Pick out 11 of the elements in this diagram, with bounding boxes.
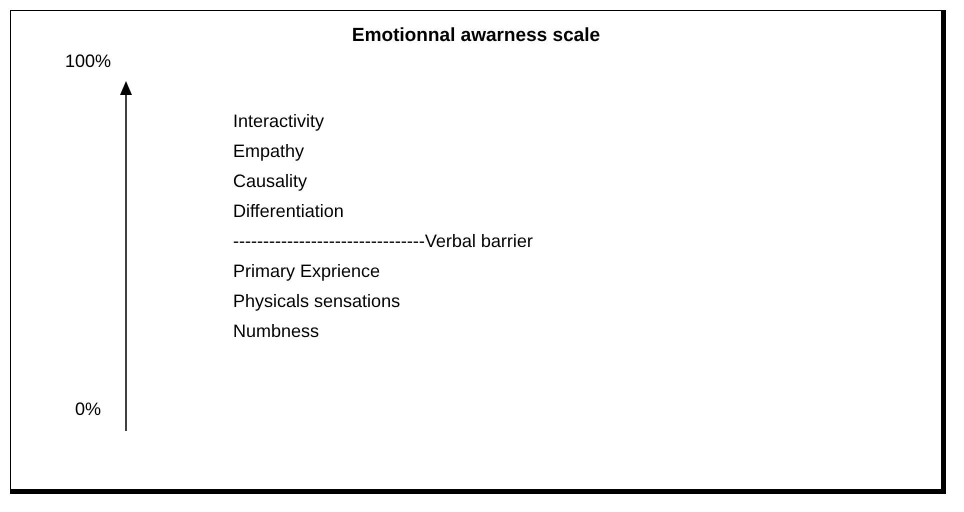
scale-level: --------------------------------Verbal barrier	[233, 231, 533, 252]
scale-level: Physicals sensations	[233, 291, 400, 312]
scale-level: Causality	[233, 171, 308, 192]
scale-level: Empathy	[233, 141, 304, 162]
scale-level: Primary Exprience	[233, 261, 380, 282]
scale-level: Interactivity	[233, 111, 324, 132]
title: Emotionnal awarness scale	[350, 25, 602, 47]
scale-level: Numbness	[233, 321, 320, 342]
axis-label: 100%	[65, 51, 112, 72]
scale-level: Differentiation	[233, 201, 344, 222]
axis-label: 0%	[75, 399, 102, 420]
